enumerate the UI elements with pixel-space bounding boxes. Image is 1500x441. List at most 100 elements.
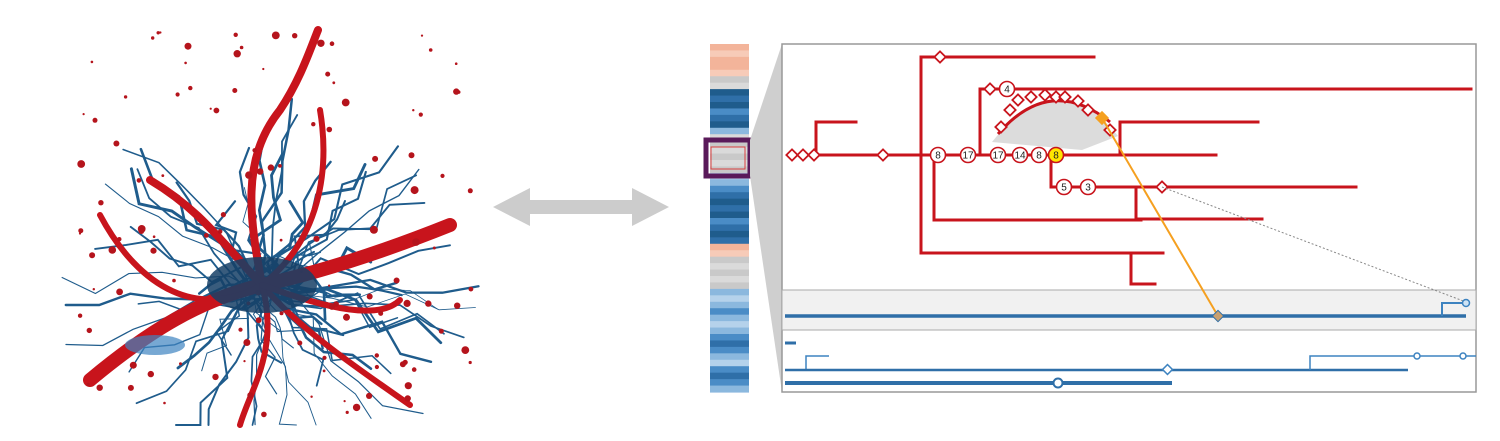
red-bouton	[326, 126, 333, 133]
node-label: 8	[1036, 151, 1042, 162]
red-bouton	[78, 228, 84, 234]
overview-bar[interactable]	[703, 44, 753, 393]
overview-stripe	[710, 314, 749, 322]
overview-stripe	[710, 372, 749, 380]
red-bouton	[404, 395, 411, 402]
blue-dendrite	[269, 145, 400, 287]
overview-stripe	[710, 147, 749, 155]
red-bouton	[161, 174, 165, 178]
red-bouton	[425, 300, 432, 307]
overview-stripe	[710, 166, 749, 174]
node-label: 17	[962, 151, 974, 162]
numbered-node[interactable]: 8	[1030, 146, 1048, 164]
numbered-node[interactable]: 5	[1055, 178, 1073, 196]
red-bouton	[454, 62, 458, 65]
branch-diamond	[876, 148, 890, 162]
red-bouton	[366, 293, 373, 300]
red-bouton	[440, 173, 445, 178]
red-bouton	[418, 112, 423, 117]
neuron-3d-render	[61, 26, 480, 428]
numbered-node[interactable]: 17	[989, 146, 1007, 164]
red-bouton	[468, 286, 474, 292]
red-bouton	[77, 313, 83, 318]
red-bouton	[310, 395, 313, 398]
red-bouton	[209, 107, 212, 110]
overview-stripe	[710, 160, 749, 168]
overview-stripe	[710, 140, 749, 148]
overview-stripe	[710, 237, 749, 245]
red-bouton	[403, 299, 411, 307]
red-bouton	[297, 340, 303, 346]
red-bouton	[438, 328, 444, 334]
overview-stripe	[710, 95, 749, 103]
overview-stripe	[710, 218, 749, 226]
branch-diamond	[933, 50, 947, 64]
red-bouton	[151, 36, 155, 40]
red-bouton	[152, 235, 156, 238]
red-bouton	[343, 313, 350, 321]
red-bouton	[341, 98, 350, 107]
red-bouton	[108, 246, 117, 254]
blue-dendrite	[252, 277, 297, 426]
red-bouton	[179, 362, 182, 366]
overview-stripe	[710, 44, 749, 52]
red-bouton	[238, 327, 243, 332]
highlighted-node[interactable]: 8	[1047, 146, 1065, 164]
node-label: 14	[1014, 151, 1026, 162]
overview-stripe	[710, 288, 749, 296]
red-bouton	[322, 369, 326, 373]
red-bouton	[279, 238, 283, 242]
red-bouton	[345, 410, 349, 414]
red-bouton	[467, 188, 473, 194]
red-bouton	[322, 355, 327, 360]
numbered-node[interactable]: 4	[998, 80, 1016, 98]
overview-stripe	[710, 114, 749, 122]
red-bouton	[271, 31, 280, 40]
red-bouton	[352, 403, 361, 412]
branch-diamond	[983, 82, 997, 96]
red-bouton	[86, 382, 90, 387]
overview-stripe	[710, 334, 749, 342]
red-bouton	[92, 288, 96, 291]
red-bouton	[78, 232, 82, 235]
overview-stripe	[710, 127, 749, 135]
red-bouton	[163, 401, 166, 405]
numbered-node[interactable]: 3	[1079, 178, 1097, 196]
red-bouton	[420, 34, 424, 37]
overview-stripe	[710, 185, 749, 193]
overview-stripe	[710, 230, 749, 238]
overview-stripe	[710, 102, 749, 110]
numbered-node[interactable]: 14	[1011, 146, 1029, 164]
zoom-funnel	[750, 44, 782, 392]
red-bouton	[172, 278, 176, 283]
overview-stripe	[710, 269, 749, 277]
branch-diamond	[1024, 90, 1038, 104]
red-bouton	[239, 45, 244, 50]
red-bouton	[217, 229, 223, 234]
red-bouton	[428, 48, 433, 52]
numbered-node[interactable]: 17	[959, 146, 977, 164]
branch-diamond	[1011, 93, 1025, 107]
red-bouton	[184, 61, 187, 65]
red-bouton	[243, 360, 246, 363]
overview-stripe	[710, 327, 749, 335]
branch-diamond	[1071, 94, 1085, 108]
link-line	[1101, 117, 1219, 317]
red-bouton	[220, 212, 226, 218]
red-bouton	[233, 32, 238, 37]
red-bouton	[138, 228, 145, 235]
red-bouton	[404, 382, 412, 390]
overview-stripe	[710, 205, 749, 213]
numbered-node[interactable]: 8	[929, 146, 947, 164]
red-bouton	[129, 361, 137, 369]
red-bouton	[328, 284, 331, 287]
branch-diamond	[1003, 103, 1017, 117]
red-bouton	[454, 302, 461, 309]
overview-selection-inner	[710, 146, 746, 170]
overview-stripe	[710, 224, 749, 232]
overview-stripe	[710, 153, 749, 161]
red-bouton	[98, 200, 104, 206]
blue-markers	[1052, 298, 1471, 389]
branch-diamond	[807, 148, 821, 162]
